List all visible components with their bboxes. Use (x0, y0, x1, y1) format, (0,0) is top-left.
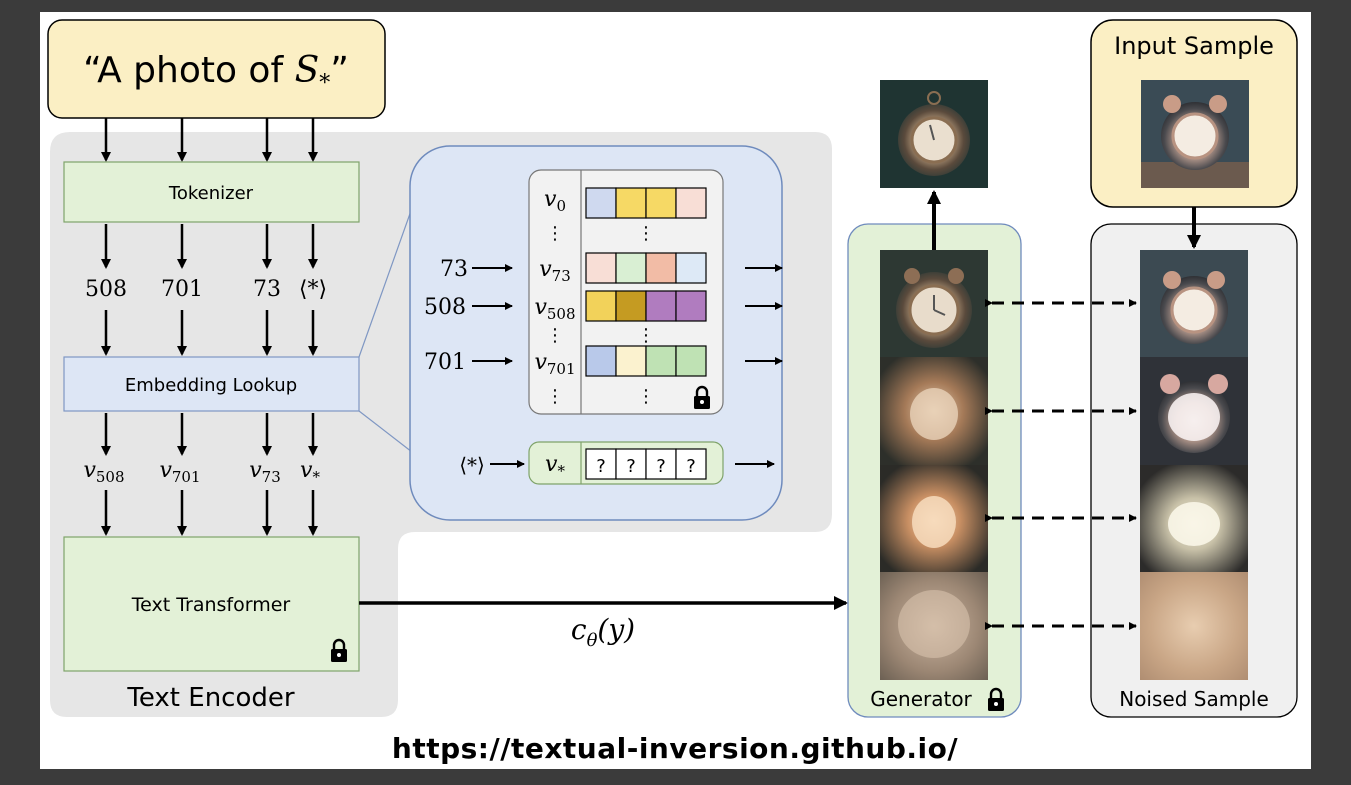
embedding-cell (645, 345, 677, 377)
prompt-to-tokenizer-arrows (101, 118, 318, 162)
noised-sample-label: Noised Sample (1119, 687, 1269, 711)
token-id: 73 (253, 277, 281, 302)
svg-text:⟨*⟩: ⟨*⟩ (459, 453, 485, 477)
placeholder-cell-text: ? (626, 456, 636, 477)
text-transformer-label: Text Transformer (131, 594, 291, 616)
svg-text:v*: v* (545, 452, 565, 480)
text-encoder-label: Text Encoder (126, 683, 294, 713)
vdots: ⋮ (546, 386, 564, 407)
placeholder-cell-text: ? (596, 456, 606, 477)
token-ids: 508 701 73 ⟨*⟩ (85, 277, 327, 302)
embedding-cell (585, 345, 617, 377)
generator-images (880, 250, 988, 680)
diagram-panel: “A photo of S*” Tokenizer 508 701 73 ⟨*⟩… (40, 12, 1311, 769)
vdots: ⋮ (637, 386, 655, 407)
placeholder-cell (675, 448, 707, 480)
input-sample-label: Input Sample (1114, 32, 1274, 60)
prompt-box (47, 19, 386, 119)
lookup-row-v0: v0 (544, 187, 707, 219)
embedding-cell (615, 345, 647, 377)
embedding-cell (675, 345, 707, 377)
placeholder-cell (645, 448, 677, 480)
embedding-cell (675, 252, 707, 284)
placeholder-cell-text: ? (656, 456, 666, 477)
embedding-cell (645, 290, 677, 322)
svg-text:73: 73 (440, 257, 468, 282)
embedding-vector: v* (300, 458, 320, 486)
embedding-cell (645, 252, 677, 284)
embedding-cell (615, 187, 647, 219)
token-id: 508 (85, 277, 127, 302)
zoom-line (358, 410, 413, 453)
zoom-line (358, 207, 413, 358)
svg-text:v701: v701 (534, 350, 575, 378)
svg-text:v508: v508 (534, 295, 575, 323)
lookup-row-v508: 508 v508 (424, 290, 783, 323)
conditioning-label: cθ(y) (571, 613, 635, 651)
tokenizer-to-ids-arrows (101, 224, 318, 269)
lookup-row-v73: 73 v73 (440, 252, 783, 285)
ids-to-lookup-arrows (101, 310, 318, 356)
embedding-vectors: v508 v701 v73 v* (83, 458, 320, 486)
text-transformer-box (63, 536, 360, 672)
svg-text:701: 701 (424, 350, 466, 375)
embedding-cell (675, 187, 707, 219)
placeholder-cell (615, 448, 647, 480)
embedding-cell (585, 252, 617, 284)
tokenizer-box (63, 161, 360, 223)
embedding-cell (615, 252, 647, 284)
generator-label: Generator (870, 687, 972, 711)
embedding-vector: v73 (249, 458, 281, 486)
lookup-to-embeddings-arrows (101, 413, 318, 456)
prompt-text: “A photo of S*” (83, 50, 349, 96)
embedding-vector: v701 (159, 458, 200, 486)
generated-output-image (880, 80, 988, 188)
input-sample-image (1141, 80, 1249, 188)
noised-images (1140, 250, 1248, 680)
embeddings-to-transformer-arrows (101, 490, 318, 536)
embedding-cell (615, 290, 647, 322)
token-id: ⟨*⟩ (299, 277, 327, 302)
footer-url[interactable]: https://textual-inversion.github.io/ (392, 732, 958, 765)
textual-inversion-diagram: “A photo of S*” Tokenizer 508 701 73 ⟨*⟩… (47, 19, 1298, 765)
embedding-lookup-label: Embedding Lookup (125, 375, 297, 396)
tokenizer-label: Tokenizer (168, 183, 254, 204)
svg-text:v0: v0 (544, 187, 566, 215)
placeholder-row: ⟨*⟩ v* ???? (459, 441, 775, 485)
placeholder-cell-text: ? (686, 456, 696, 477)
svg-text:v73: v73 (539, 257, 571, 285)
lookup-row-v701: 701 v701 (424, 345, 783, 378)
embedding-lookup-box (63, 356, 360, 412)
svg-text:508: 508 (424, 295, 466, 320)
embedding-vector: v508 (83, 458, 124, 486)
vdots: ⋮ (546, 223, 564, 244)
vdots: ⋮ (546, 325, 564, 346)
embedding-cell (585, 187, 617, 219)
embedding-cell (675, 290, 707, 322)
correspondence-arrows (985, 299, 1137, 630)
token-id: 701 (161, 277, 203, 302)
vdots: ⋮ (637, 223, 655, 244)
embedding-cell (585, 290, 617, 322)
vdots: ⋮ (637, 325, 655, 346)
embedding-cell (645, 187, 677, 219)
